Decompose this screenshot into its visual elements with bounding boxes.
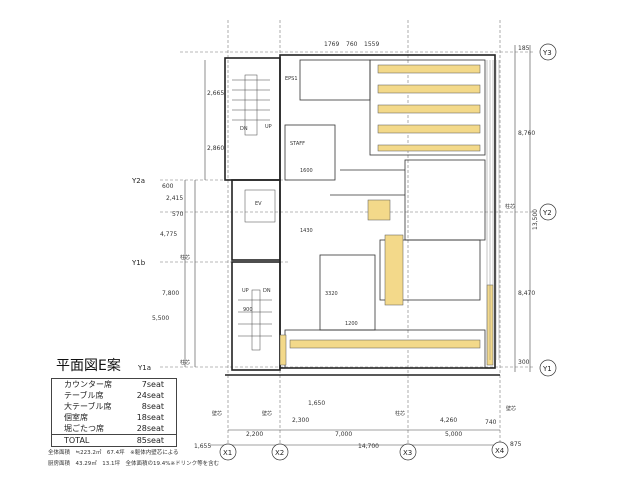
dim-label: 1,650 bbox=[308, 400, 325, 407]
dim-label: 2,415 bbox=[166, 195, 183, 202]
legend-value: 28seat bbox=[136, 424, 164, 433]
walls bbox=[224, 54, 500, 376]
dim-label: 1,655 bbox=[194, 443, 211, 450]
room-label-dn: DN bbox=[240, 126, 248, 132]
dim-label: 5,500 bbox=[152, 315, 169, 322]
axis-label-x3: X3 bbox=[403, 449, 412, 457]
total-label: TOTAL bbox=[64, 436, 90, 445]
column-label: 柱芯 bbox=[505, 203, 515, 210]
grid-lines bbox=[160, 20, 535, 450]
wall-label: 壁芯 bbox=[262, 410, 272, 417]
room-label-staff: STAFF bbox=[290, 141, 305, 147]
axis-label-x4: X4 bbox=[495, 447, 505, 455]
dim-label: 300 bbox=[518, 359, 530, 366]
kitchen-area-note: 厨房面積 43.29㎡ 13.1坪 全体面積の19.4%※ドリンク等を含む bbox=[48, 461, 220, 467]
dim-label: 1430 bbox=[300, 228, 313, 234]
legend-value: 18seat bbox=[136, 413, 164, 422]
dim-label: 7,800 bbox=[162, 290, 179, 297]
wall-label: 壁芯 bbox=[506, 405, 516, 412]
dim-label: 4,260 bbox=[440, 417, 457, 424]
dim-label: 185 bbox=[518, 45, 530, 52]
dim-label: 2,300 bbox=[292, 417, 309, 424]
dim-label: 14,700 bbox=[358, 443, 379, 450]
seat-legend-table: カウンター席 7seat テーブル席 24seat 大テーブル席 8seat 個室席 1… bbox=[51, 378, 177, 447]
axis-label-y1a: Y1a bbox=[137, 364, 151, 372]
stairs bbox=[232, 74, 276, 351]
axis-y3 bbox=[539, 43, 557, 61]
legend-row: カウンター席 7seat bbox=[52, 379, 176, 390]
dim-label: 4,775 bbox=[160, 231, 177, 238]
axis-label-y2a: Y2a bbox=[131, 177, 145, 185]
legend-row: テーブル席 24seat bbox=[52, 390, 176, 401]
axis-x2 bbox=[271, 443, 289, 461]
wall-label: 壁芯 bbox=[212, 410, 222, 417]
axis-label-x2: X2 bbox=[275, 449, 284, 457]
legend-value: 24seat bbox=[136, 391, 164, 400]
legend-total-row: TOTAL 85seat bbox=[52, 434, 176, 446]
axis-x3 bbox=[399, 443, 417, 461]
terrace bbox=[486, 60, 500, 360]
area-notes: 全体面積 ≒223.2㎡ 67.4坪 ※躯体内壁芯による 厨房面積 43.29㎡… bbox=[48, 448, 219, 470]
dim-label: 1769 bbox=[324, 41, 339, 48]
dim-label: 1559 bbox=[364, 41, 379, 48]
total-area-note: 全体面積 ≒223.2㎡ 67.4坪 ※躯体内壁芯による bbox=[48, 450, 179, 456]
dim-label: 2,860 bbox=[207, 145, 224, 152]
axis-label-y1: Y1 bbox=[542, 365, 552, 373]
legend-row: 大テーブル席 8seat bbox=[52, 401, 176, 412]
partitions bbox=[284, 59, 486, 369]
room-label-up: UP bbox=[265, 124, 272, 130]
dim-label: 1600 bbox=[300, 168, 313, 174]
room-label-dn-2: DN bbox=[263, 288, 271, 294]
dim-label: 900 bbox=[243, 307, 253, 313]
axis-label-x1: X1 bbox=[223, 449, 232, 457]
dim-label: 3320 bbox=[325, 291, 338, 297]
axis-label-y1b: Y1b bbox=[131, 259, 146, 267]
dim-label: 2,665 bbox=[207, 90, 224, 97]
room-label-up-2: UP bbox=[242, 288, 249, 294]
dim-label: 7,000 bbox=[335, 431, 352, 438]
dim-label: 5,000 bbox=[445, 431, 462, 438]
room-label-ev: EV bbox=[255, 201, 262, 207]
dim-label: 2,200 bbox=[246, 431, 263, 438]
column-label: 柱芯 bbox=[395, 410, 405, 417]
legend-label: カウンター席 bbox=[64, 380, 112, 389]
dim-label: 1200 bbox=[345, 321, 358, 327]
legend-value: 7seat bbox=[141, 380, 164, 389]
legend-label: テーブル席 bbox=[64, 391, 104, 400]
dim-label: 8,470 bbox=[518, 290, 535, 297]
legend-value: 8seat bbox=[141, 402, 164, 411]
axis-x4 bbox=[491, 441, 509, 459]
dimension-lines bbox=[184, 45, 531, 446]
legend-label: 堀ごたつ席 bbox=[64, 424, 104, 433]
seating-areas bbox=[279, 64, 494, 366]
total-value: 85seat bbox=[136, 436, 164, 445]
legend-label: 個室席 bbox=[64, 413, 88, 422]
dim-label: 760 bbox=[346, 41, 358, 48]
axis-y1 bbox=[539, 359, 557, 377]
room-label-eps: EPS1 bbox=[285, 76, 298, 82]
legend-row: 堀ごたつ席 28seat bbox=[52, 423, 176, 434]
dim-label: 13,500 bbox=[532, 209, 539, 230]
axis-y2 bbox=[539, 203, 557, 221]
legend-row: 個室席 18seat bbox=[52, 412, 176, 423]
column-label: 柱芯 bbox=[180, 359, 190, 366]
dim-label: 570 bbox=[172, 211, 184, 218]
dim-label: 8,760 bbox=[518, 130, 535, 137]
dim-label: 875 bbox=[510, 441, 522, 448]
legend-label: 大テーブル席 bbox=[64, 402, 112, 411]
dim-label: 740 bbox=[485, 419, 497, 426]
column-label: 柱芯 bbox=[180, 254, 190, 261]
axis-label-y2: Y2 bbox=[542, 209, 552, 217]
plan-title: 平面図E案 bbox=[56, 358, 121, 374]
axis-x1 bbox=[219, 443, 237, 461]
dim-label: 600 bbox=[162, 183, 174, 190]
axis-label-y3: Y3 bbox=[542, 49, 552, 57]
